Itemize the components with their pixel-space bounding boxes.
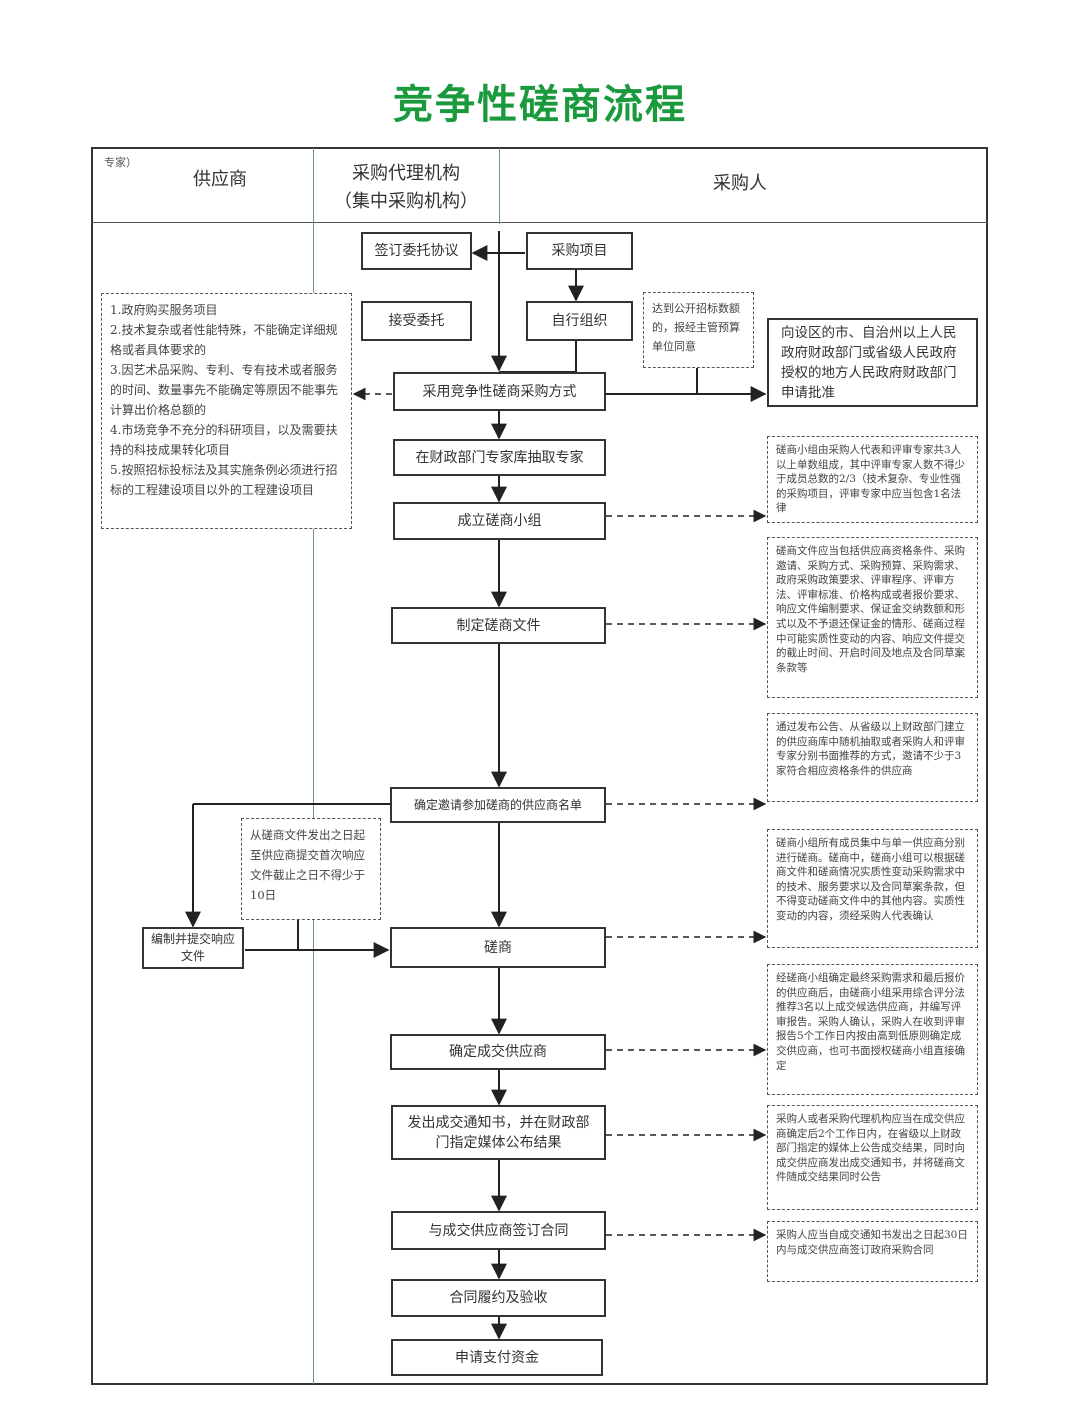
box-prepare-response: 编制并提交响应文件 [142, 927, 244, 969]
note-announcement-rules: 采购人或者采购代理机构应当在成交供应商确定后2个工作日内，在省级以上财政部门指定… [767, 1105, 978, 1210]
box-perform-contract: 合同履约及验收 [391, 1279, 606, 1317]
applicable-item-3: 3.因艺术品采购、专利、专有技术或者服务的时间、数量事先不能确定等原因不能事先计… [110, 363, 339, 417]
box-accept-entrust: 接受委托 [361, 301, 472, 341]
box-apply-payment: 申请支付资金 [391, 1339, 603, 1376]
applicable-item-5: 5.按照招标投标法及其实施条例必须进行招标的工程建设项目以外的工程建设项目 [110, 463, 338, 497]
lane-title-agency: 采购代理机构 （集中采购机构） [320, 160, 492, 216]
lane-divider-supplier [313, 148, 314, 1384]
note-threshold: 达到公开招标数额的，报经主管预算单位同意 [643, 292, 754, 368]
lane-title-purchaser: 采购人 [713, 173, 767, 194]
lane-title-supplier: 供应商 [193, 169, 247, 190]
applicable-item-2: 2.技术复杂或者性能特殊，不能确定详细规格或者具体要求的 [110, 323, 338, 357]
box-sign-agreement: 签订委托协议 [361, 232, 472, 270]
lane-title-agency-line1: 采购代理机构 [352, 163, 460, 184]
note-invite-method: 通过发布公告、从省级以上财政部门建立的供应商库中随机抽取或者采购人和评审专家分别… [767, 713, 978, 802]
box-approval-application: 向设区的市、自治州以上人民政府财政部门或省级人民政府授权的地方人民政府财政部门申… [767, 318, 978, 407]
box-form-group: 成立磋商小组 [393, 502, 606, 540]
box-self-organize: 自行组织 [526, 301, 633, 341]
note-negotiation-rules: 磋商小组所有成员集中与单一供应商分别进行磋商。磋商中，磋商小组可以根据磋商文件和… [767, 829, 978, 948]
note-group-composition: 磋商小组由采购人代表和评审专家共3人以上单数组成，其中评审专家人数不得少于成员总… [767, 436, 978, 523]
lane-title-agency-line2: （集中采购机构） [334, 191, 478, 212]
box-make-documents: 制定磋商文件 [391, 607, 606, 644]
box-sign-contract: 与成交供应商签订合同 [391, 1211, 606, 1250]
applicable-item-1: 1.政府购买服务项目 [110, 303, 218, 317]
box-issue-notice: 发出成交通知书，并在财政部门指定媒体公布结果 [391, 1105, 606, 1160]
note-deadline: 从磋商文件发出之日起至供应商提交首次响应文件截止之日不得少于10日 [241, 818, 381, 920]
box-procurement-project: 采购项目 [526, 232, 633, 270]
box-negotiate: 磋商 [390, 927, 606, 968]
flowchart-frame [91, 147, 988, 1385]
corner-text: 专家） [104, 156, 137, 169]
box-determine-list: 确定邀请参加磋商的供应商名单 [390, 787, 606, 823]
applicable-item-4: 4.市场竞争不充分的科研项目，以及需要扶持的科技成果转化项目 [110, 423, 338, 457]
note-applicable-items: 1.政府购买服务项目 2.技术复杂或者性能特殊，不能确定详细规格或者具体要求的 … [101, 293, 352, 529]
box-determine-supplier: 确定成交供应商 [390, 1034, 606, 1070]
note-contract-rules: 采购人应当自成交通知书发出之日起30日内与成交供应商签订政府采购合同 [767, 1221, 978, 1282]
lane-divider-agency [499, 148, 500, 224]
lane-header-row [91, 147, 988, 223]
note-selection-rules: 经磋商小组确定最终采购需求和最后报价的供应商后，由磋商小组采用综合评分法推荐3名… [767, 964, 978, 1095]
box-adopt-method: 采用竞争性磋商采购方式 [393, 372, 606, 411]
page-title: 竞争性磋商流程 [393, 82, 687, 128]
box-draw-experts: 在财政部门专家库抽取专家 [393, 439, 606, 476]
note-document-content: 磋商文件应当包括供应商资格条件、采购邀请、采购方式、采购预算、采购需求、政府采购… [767, 537, 978, 698]
